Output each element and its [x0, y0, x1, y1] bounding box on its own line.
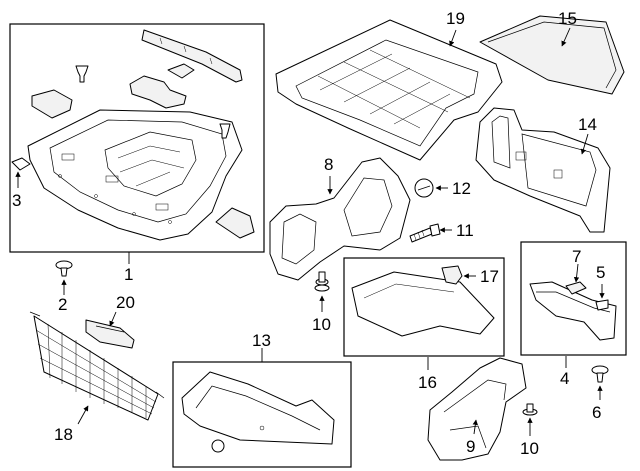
part-7-clip	[565, 281, 587, 295]
part-2-pushpin	[55, 260, 73, 277]
callout-6: 6	[592, 403, 601, 422]
callout-18: 18	[54, 425, 73, 444]
part-6-pushpin	[591, 365, 609, 383]
callout-10-lower: 10	[520, 439, 539, 458]
part-16-carpet-panel	[351, 271, 495, 337]
callout-8: 8	[324, 155, 333, 174]
part-18-cargo-net	[29, 311, 165, 421]
callout-3: 3	[12, 191, 21, 210]
part-10-pushpin-lower	[522, 403, 538, 416]
part-13-trim-panel	[181, 371, 335, 453]
part-9-trim-panel	[427, 357, 527, 461]
tray-bracket-left	[31, 89, 73, 119]
tray-trim-strip	[141, 29, 243, 83]
tray-bracket-center	[129, 75, 187, 109]
group-frame-16	[343, 257, 505, 357]
part-5-clip	[595, 299, 609, 311]
tray-clip-pushpin	[75, 65, 89, 83]
part-15-floor-board	[479, 15, 625, 95]
tray-clip-right	[219, 123, 231, 139]
part-19-floor-mat	[275, 19, 503, 161]
group-frame-1	[9, 23, 265, 253]
callout-12: 12	[452, 179, 471, 198]
tray-bracket-top	[167, 63, 195, 79]
callout-2: 2	[58, 295, 67, 314]
leader-lines	[15, 27, 605, 436]
part-8-trim-panel	[269, 157, 411, 281]
part-14-trim-panel	[475, 107, 611, 233]
tray-end-cap	[215, 207, 255, 239]
callout-5: 5	[596, 263, 605, 282]
package-tray-panel	[27, 109, 243, 241]
callout-11: 11	[456, 221, 474, 240]
callout-19: 19	[446, 9, 465, 28]
callout-13: 13	[252, 331, 271, 350]
callout-15: 15	[558, 9, 577, 28]
part-12-cap	[414, 178, 434, 198]
part-10-pushpin-upper	[314, 271, 330, 292]
callout-14: 14	[578, 115, 597, 134]
part-11-bolt	[409, 223, 441, 243]
callout-20: 20	[116, 293, 135, 312]
callout-17: 17	[480, 267, 499, 286]
part-17-clip	[441, 265, 463, 285]
callout-4: 4	[560, 369, 569, 388]
group-frame-4	[520, 241, 627, 356]
callout-1: 1	[124, 265, 133, 284]
callout-10-upper: 10	[312, 315, 331, 334]
part-3-clip	[11, 157, 31, 171]
part-20-handle	[85, 319, 135, 349]
callout-9: 9	[466, 437, 475, 456]
callout-7: 7	[572, 247, 581, 266]
callout-16: 16	[418, 373, 437, 392]
